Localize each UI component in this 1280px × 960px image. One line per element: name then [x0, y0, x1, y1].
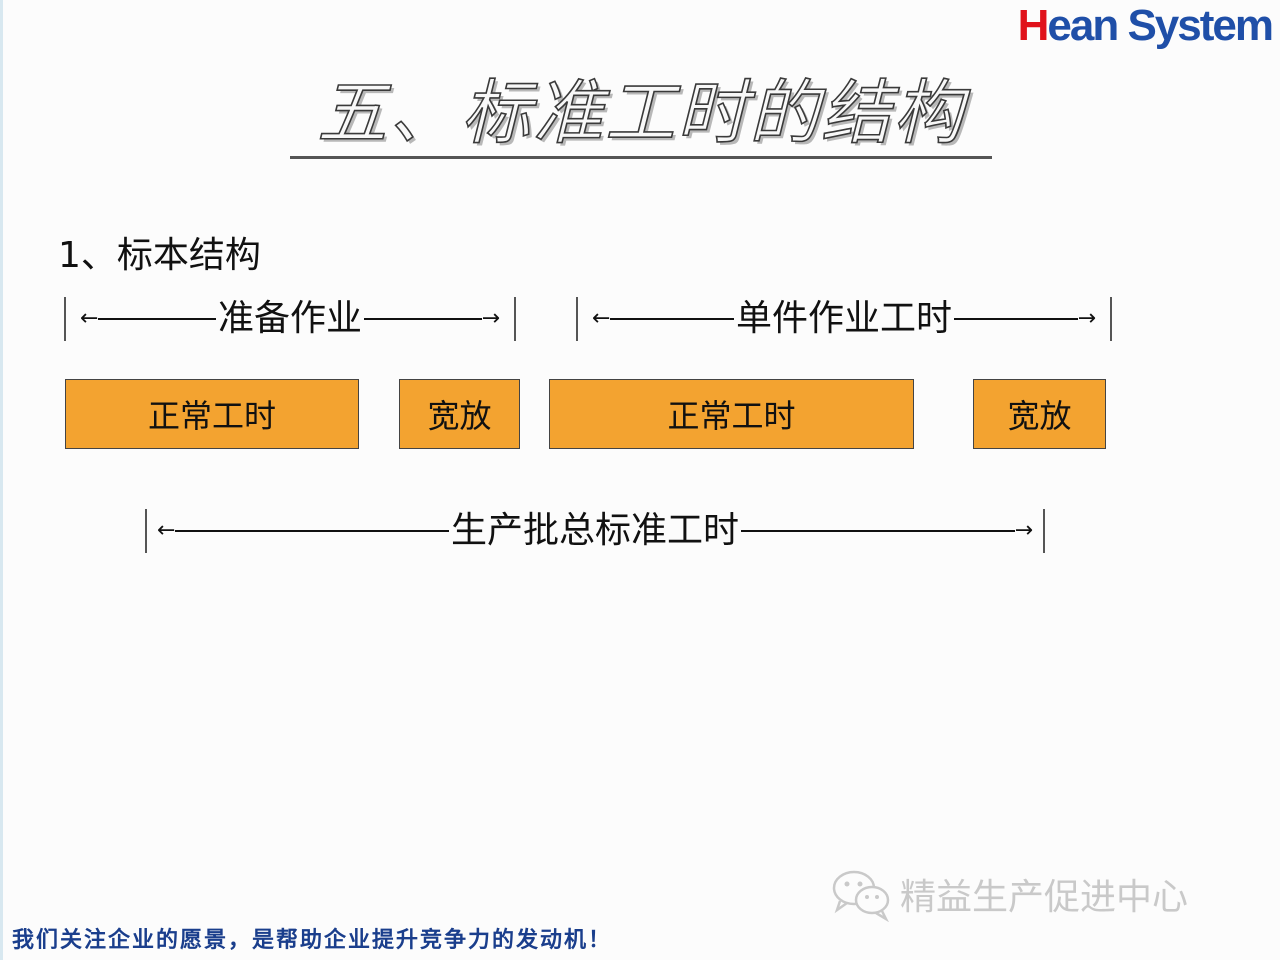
span-end-bar: [1110, 297, 1113, 341]
right-arrow-icon: →: [1077, 306, 1097, 331]
slide-title: 五、标准工时的结构: [290, 70, 992, 159]
span-batch-total: ← 生产批总标准工时 →: [145, 509, 1046, 553]
span-line: [98, 318, 216, 320]
span-line: [741, 530, 1015, 532]
logo-text-ean: ean: [1047, 1, 1119, 50]
wechat-watermark: 精益生产促进中心: [830, 866, 1188, 922]
footer-slogan: 我们关注企业的愿景，是帮助企业提升竞争力的发动机！: [12, 928, 613, 953]
span-start-bar: [576, 297, 578, 341]
left-arrow-icon: ←: [592, 306, 611, 331]
span-label-batch: 生产批总标准工时: [451, 510, 740, 551]
span-line: [364, 318, 482, 320]
span-start-bar: [145, 509, 147, 553]
span-line: [610, 318, 734, 320]
logo-text-system: System: [1117, 1, 1274, 50]
section-subheading: 1、标本结构: [58, 235, 261, 276]
span-line: [175, 530, 449, 532]
span-label-unit: 单件作业工时: [736, 298, 953, 339]
box-normal-time-1: 正常工时: [65, 379, 359, 449]
span-line: [954, 318, 1078, 320]
span-end-bar: [1043, 509, 1046, 553]
box-normal-time-2: 正常工时: [549, 379, 914, 449]
left-arrow-icon: ←: [80, 306, 99, 331]
span-end-bar: [514, 297, 517, 341]
right-arrow-icon: →: [1014, 518, 1034, 543]
span-unit-work: ← 单件作业工时 →: [576, 297, 1113, 341]
hean-system-logo: Hean System: [1017, 1, 1274, 50]
span-start-bar: [64, 297, 66, 341]
watermark-text: 精益生产促进中心: [900, 877, 1189, 918]
span-label-prep: 准备作业: [218, 298, 363, 339]
box-allowance-2: 宽放: [973, 379, 1106, 449]
left-border-rule: [0, 0, 3, 960]
logo-letter-h: H: [1017, 1, 1050, 50]
right-arrow-icon: →: [481, 306, 501, 331]
box-allowance-1: 宽放: [399, 379, 520, 449]
wechat-icon: [832, 870, 890, 922]
span-prep-work: ← 准备作业 →: [64, 297, 517, 341]
left-arrow-icon: ←: [157, 518, 176, 543]
